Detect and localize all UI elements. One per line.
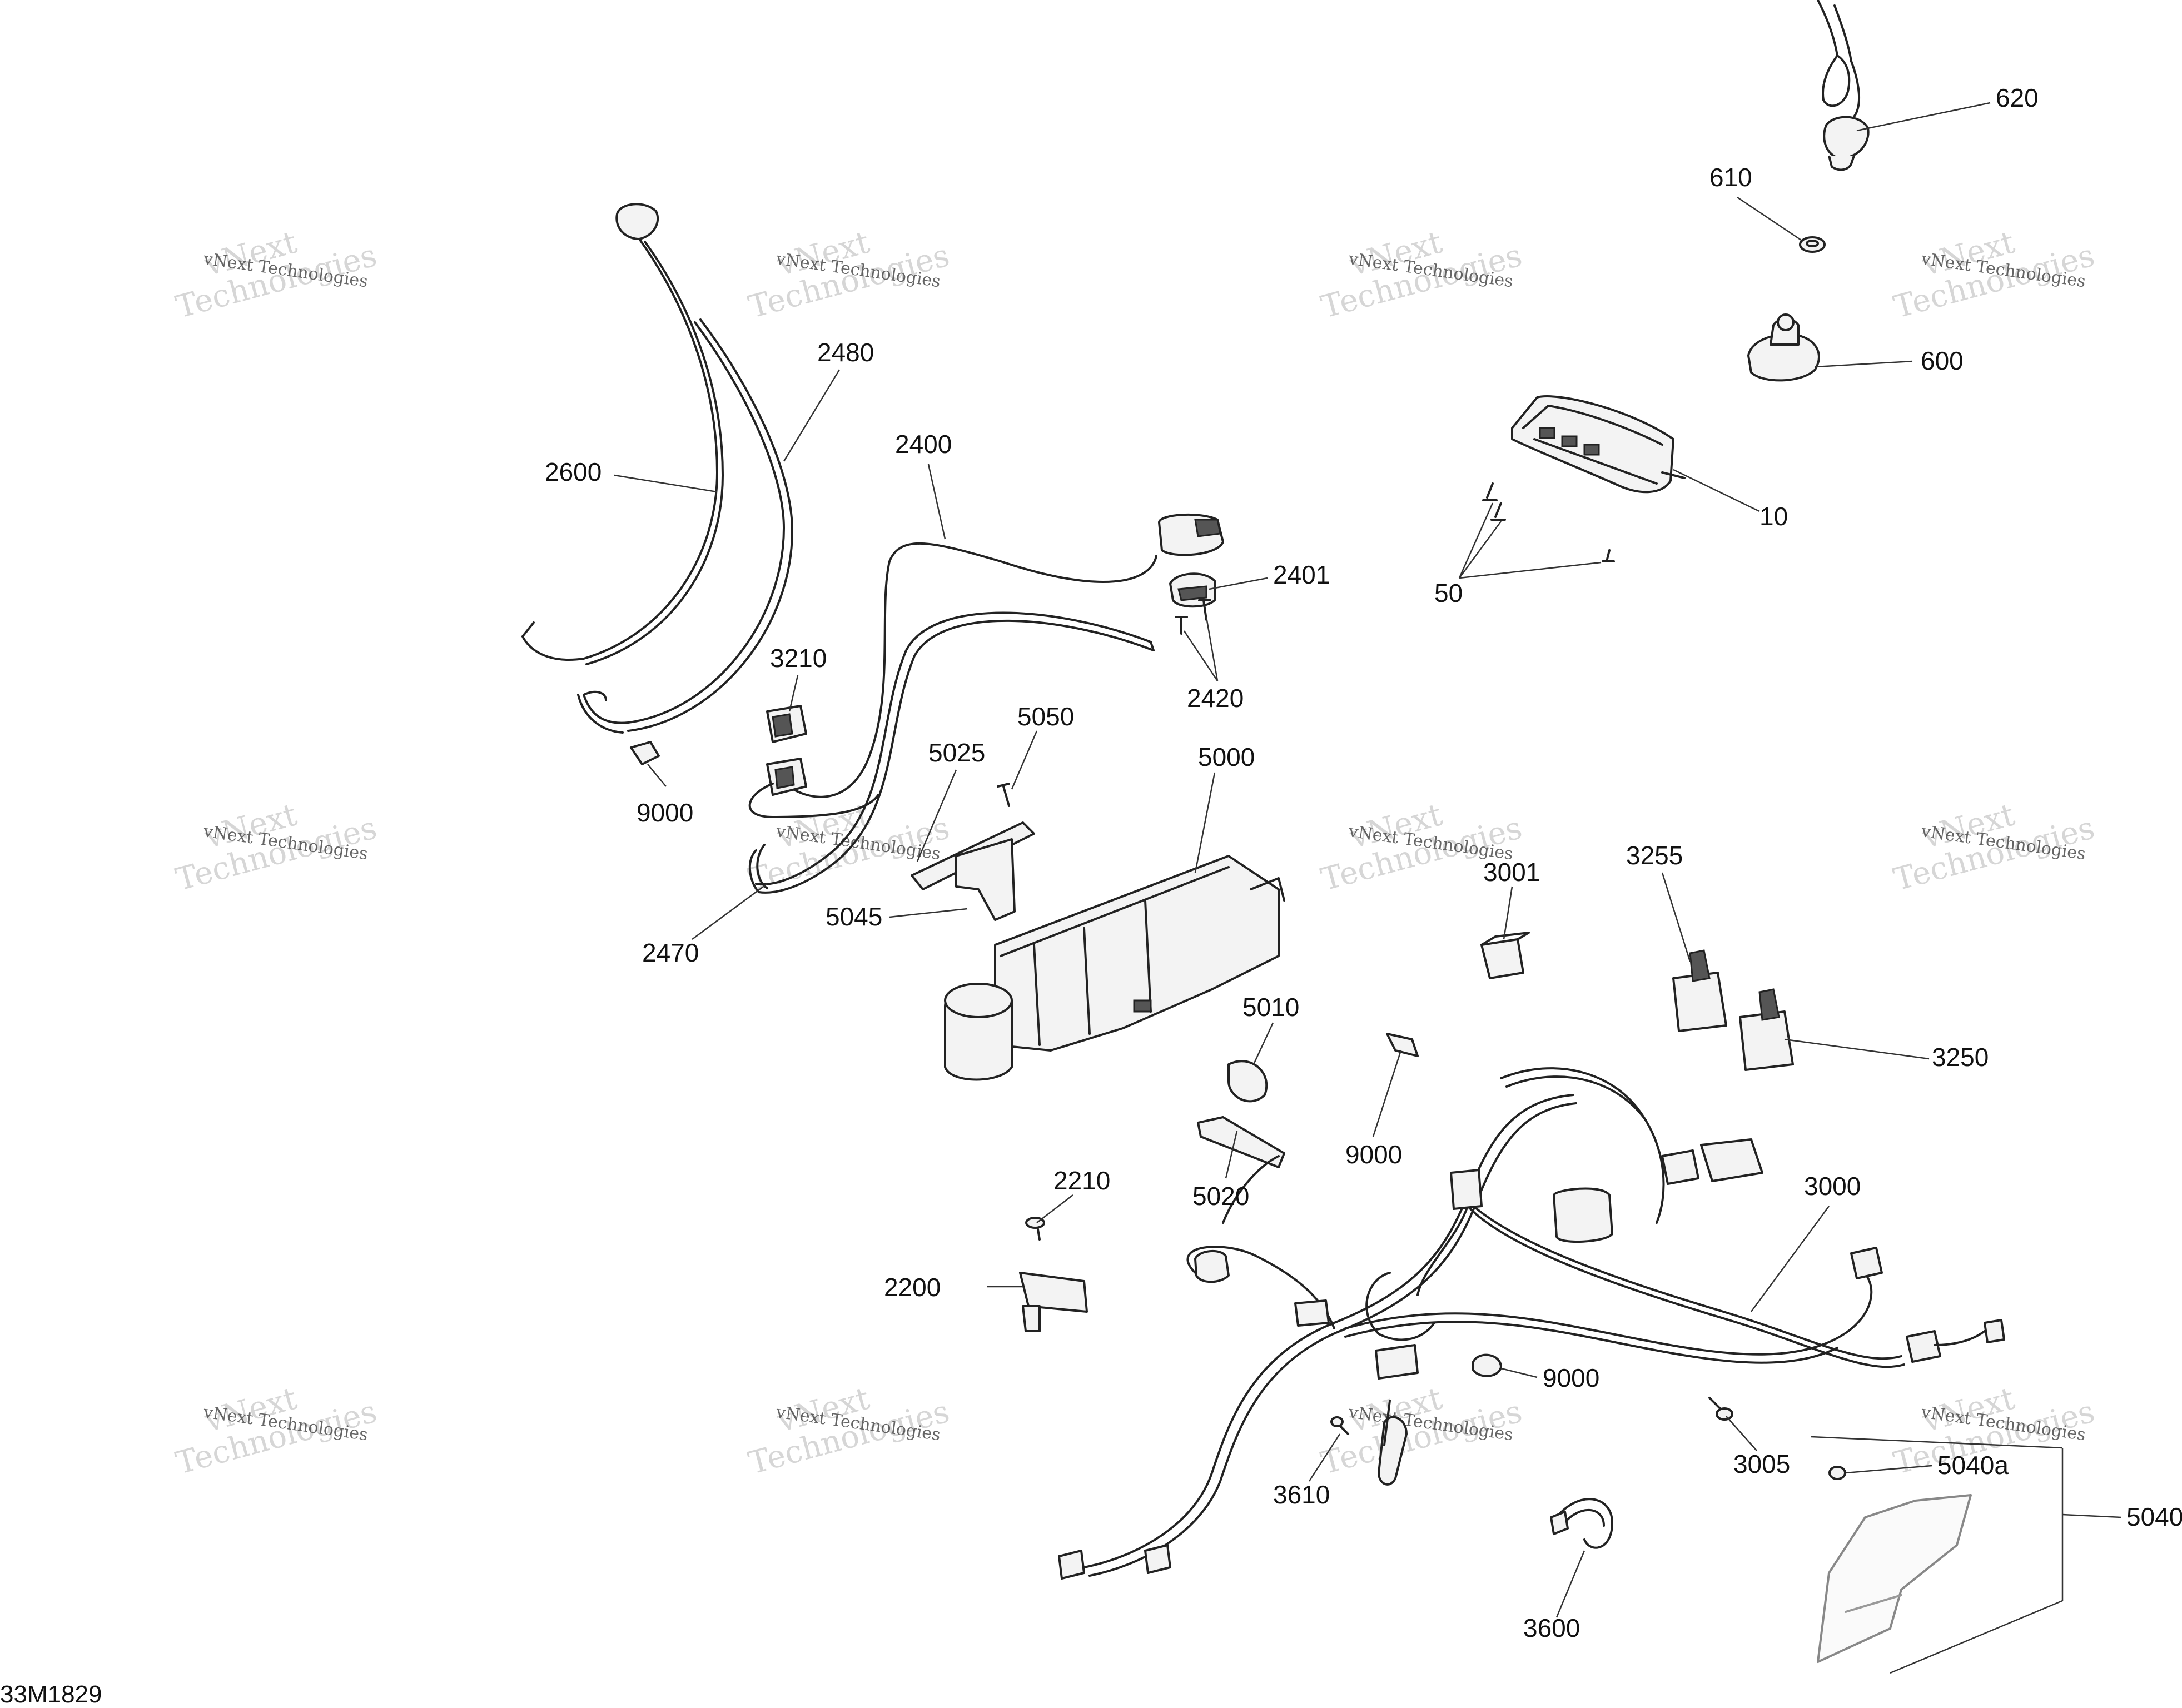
callout-9000-lower: 9000 [1543,1363,1599,1392]
part-5010-clip [1227,1060,1268,1103]
callout-5045: 5045 [826,902,882,931]
callout-5025: 5025 [928,738,985,767]
callout-3600: 3600 [1523,1614,1580,1642]
callout-9000-middle: 9000 [1345,1140,1402,1169]
callout-2200: 2200 [884,1273,941,1302]
part-10-gauge-cluster [1511,395,1686,494]
part-3005-screw [1708,1397,1733,1421]
callout-3005: 3005 [1733,1450,1790,1478]
callout-3250: 3250 [1932,1043,1989,1072]
part-9000-clip-middle [1386,1033,1419,1057]
part-2401-retainer [1169,572,1216,608]
callout-600: 600 [1921,346,1964,375]
part-9000-clip-lower [1472,1353,1502,1377]
callout-5010: 5010 [1242,993,1299,1022]
callout-9000-left: 9000 [637,798,693,827]
part-5045-bracket [955,838,1016,921]
callout-3255: 3255 [1626,841,1683,870]
part-3000-main-harness [1058,1067,2005,1580]
callout-2480: 2480 [817,338,874,367]
part-620-tether-cord [1817,0,1870,171]
callout-5000: 5000 [1198,743,1255,771]
part-3600-cable [1550,1498,1613,1549]
callout-3000: 3000 [1804,1172,1861,1201]
watermark-group: vNext Technologies vNext Technologies vN… [172,224,2099,1481]
part-5000-controller [944,855,1285,1081]
callout-3610: 3610 [1273,1480,1330,1509]
part-5020-bracket [1197,1116,1285,1168]
part-2200-sensor [1019,1272,1088,1332]
part-5050-screw [997,783,1010,807]
part-50-screws [1482,482,1615,562]
callout-620: 620 [1996,83,2039,112]
callout-5040a: 5040a [1937,1451,2009,1480]
callout-3210: 3210 [770,644,827,673]
part-2480-conduit [577,318,793,734]
callout-labels: 620 610 600 10 50 2480 2600 2400 2401 24… [545,83,2182,1642]
part-600-key-post [1747,313,1820,382]
callout-3001: 3001 [1483,858,1540,887]
part-610-nut [1799,236,1826,253]
part-3610-screw [1330,1416,1349,1435]
part-9000-clip-left [630,741,660,765]
part-2470-conduit [748,611,1155,894]
part-3210-connector-b [748,758,879,818]
drawing-code: 33M1829 [0,1681,102,1708]
callout-2400: 2400 [895,430,952,459]
part-3255-switch [1672,949,1727,1032]
part-3250-switch [1739,988,1794,1071]
callout-50: 50 [1434,579,1463,607]
part-3001-relay [1480,932,1530,979]
part-5040a-nut [1828,1466,1846,1480]
callout-2420: 2420 [1187,684,1244,713]
part-5040-bracket [1817,1494,1972,1663]
callout-2600: 2600 [545,457,602,486]
callout-5040: 5040 [2126,1502,2182,1531]
callout-2401: 2401 [1273,560,1330,589]
part-2420-screws [1175,599,1211,635]
callout-2210: 2210 [1053,1166,1110,1195]
leader-lines [614,102,2121,1674]
callout-2470: 2470 [642,938,699,967]
callout-10: 10 [1759,502,1788,531]
callout-5050: 5050 [1017,702,1074,731]
callout-5020: 5020 [1192,1182,1249,1211]
part-2400-wire [777,513,1224,798]
part-2210-screw [1025,1217,1045,1241]
callout-610: 610 [1709,163,1752,192]
part-2600-wire [521,203,724,665]
part-3210-connector [766,705,807,743]
